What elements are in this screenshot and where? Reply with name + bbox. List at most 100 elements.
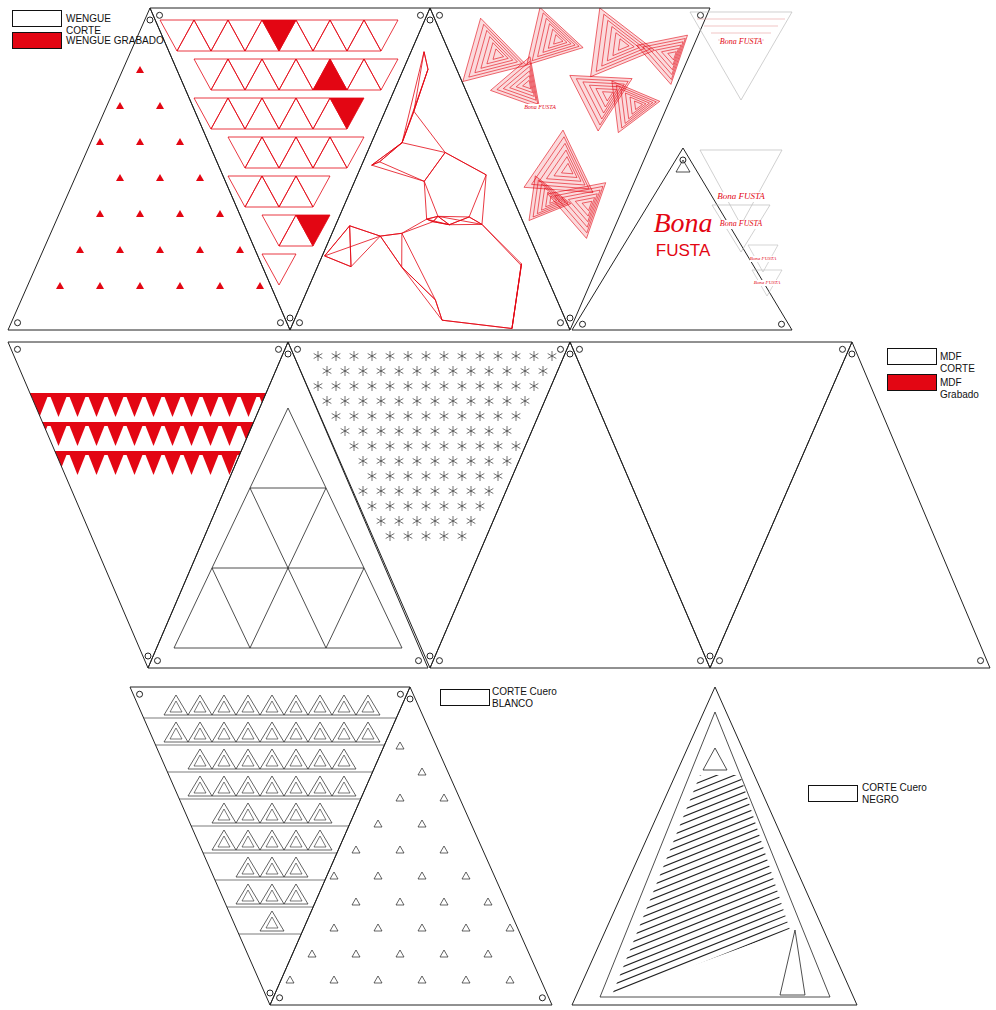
pattern-triangle	[554, 35, 563, 45]
pattern-triangle	[174, 408, 402, 648]
pattern-line	[458, 504, 467, 509]
pattern-triangle	[239, 451, 258, 475]
pattern-line	[494, 414, 503, 419]
pattern-line	[560, 515, 860, 635]
pattern-line	[314, 384, 323, 389]
pattern-triangle	[136, 66, 144, 73]
pattern-line	[512, 444, 521, 449]
pattern-line	[530, 384, 539, 389]
pattern-triangle	[194, 701, 206, 712]
pattern-line	[323, 399, 332, 404]
pattern-line	[377, 429, 386, 434]
pattern-triangle	[396, 950, 404, 957]
pattern-triangle	[352, 846, 360, 853]
pattern-line	[503, 369, 512, 374]
pattern-triangle	[290, 863, 302, 874]
cut-outline	[572, 148, 792, 330]
pattern-line	[422, 444, 431, 449]
pattern-line	[377, 459, 386, 464]
pattern-triangle	[236, 830, 260, 850]
pattern-line	[440, 474, 449, 479]
pattern-line	[560, 928, 860, 1010]
pattern-triangle	[374, 820, 382, 827]
pattern-line	[368, 504, 377, 509]
pattern-line	[368, 504, 377, 509]
hanging-hole	[697, 12, 703, 18]
pattern-triangle	[491, 57, 540, 108]
pattern-line	[359, 489, 368, 494]
pattern-line	[368, 384, 377, 389]
pattern-line	[359, 489, 368, 494]
pattern-triangle	[538, 18, 576, 56]
pattern-triangle	[562, 163, 574, 173]
pattern-triangle	[236, 776, 260, 796]
pattern-triangle	[245, 176, 279, 207]
pattern-triangle	[194, 98, 228, 129]
pattern-triangle	[266, 917, 278, 928]
pattern-line	[325, 256, 351, 267]
pattern-triangle	[96, 210, 104, 217]
pattern-line	[503, 369, 512, 374]
pattern-line	[442, 320, 512, 328]
pattern-triangle	[497, 61, 538, 104]
pattern-triangle	[260, 776, 284, 796]
pattern-line	[341, 429, 350, 434]
pattern-line	[449, 459, 458, 464]
pattern-line	[560, 879, 860, 999]
pattern-line	[250, 488, 326, 648]
pattern-line	[449, 489, 458, 494]
pattern-triangle	[314, 836, 326, 847]
pattern-line	[494, 354, 503, 359]
pattern-line	[560, 382, 860, 502]
pattern-triangle	[266, 836, 278, 847]
pattern-triangle	[314, 701, 326, 712]
legend-label: MDF Grabado	[940, 377, 996, 400]
pattern-line	[560, 501, 860, 621]
pattern-line	[404, 414, 413, 419]
pattern-triangle	[690, 12, 792, 100]
pattern-triangle	[668, 52, 677, 60]
pattern-line	[422, 474, 431, 479]
pattern-line	[413, 519, 422, 524]
pattern-triangle	[211, 98, 245, 129]
pattern-triangle	[194, 20, 228, 51]
pattern-line	[476, 414, 485, 419]
pattern-line	[332, 414, 341, 419]
pattern-triangle	[266, 701, 278, 712]
pattern-triangle	[260, 884, 284, 904]
pattern-line	[449, 217, 469, 225]
pattern-triangle	[279, 20, 313, 51]
pattern-triangle	[164, 722, 188, 742]
pattern-triangle	[242, 701, 254, 712]
pattern-line	[530, 384, 539, 389]
pattern-line	[449, 224, 482, 225]
pattern-line	[404, 474, 413, 479]
pattern-triangle	[602, 20, 645, 66]
legend-label: WENGUE CORTE	[66, 13, 146, 36]
pattern-line	[130, 772, 410, 773]
pattern-line	[431, 459, 440, 464]
pattern-triangle	[630, 97, 646, 114]
pattern-triangle	[484, 950, 492, 957]
pattern-line	[476, 384, 485, 389]
pattern-line	[424, 152, 445, 181]
pattern-line	[380, 236, 401, 267]
pattern-line	[704, 26, 778, 27]
pattern-line	[377, 489, 386, 494]
pattern-triangle	[188, 749, 212, 769]
pattern-triangle	[462, 872, 470, 879]
pattern-triangle	[212, 695, 236, 715]
pattern-line	[422, 534, 431, 539]
pattern-line	[476, 354, 485, 359]
pattern-line	[326, 568, 364, 648]
pattern-line	[521, 369, 530, 374]
pattern-triangle	[314, 809, 326, 820]
cut-outline	[290, 8, 570, 330]
pattern-line	[560, 662, 860, 782]
pattern-triangle	[290, 701, 302, 712]
brand-logo-small: Bona FUSTA	[754, 280, 780, 286]
pattern-line	[350, 354, 359, 359]
hanging-hole	[277, 995, 283, 1001]
pattern-line	[449, 519, 458, 524]
pattern-triangle	[330, 20, 364, 51]
